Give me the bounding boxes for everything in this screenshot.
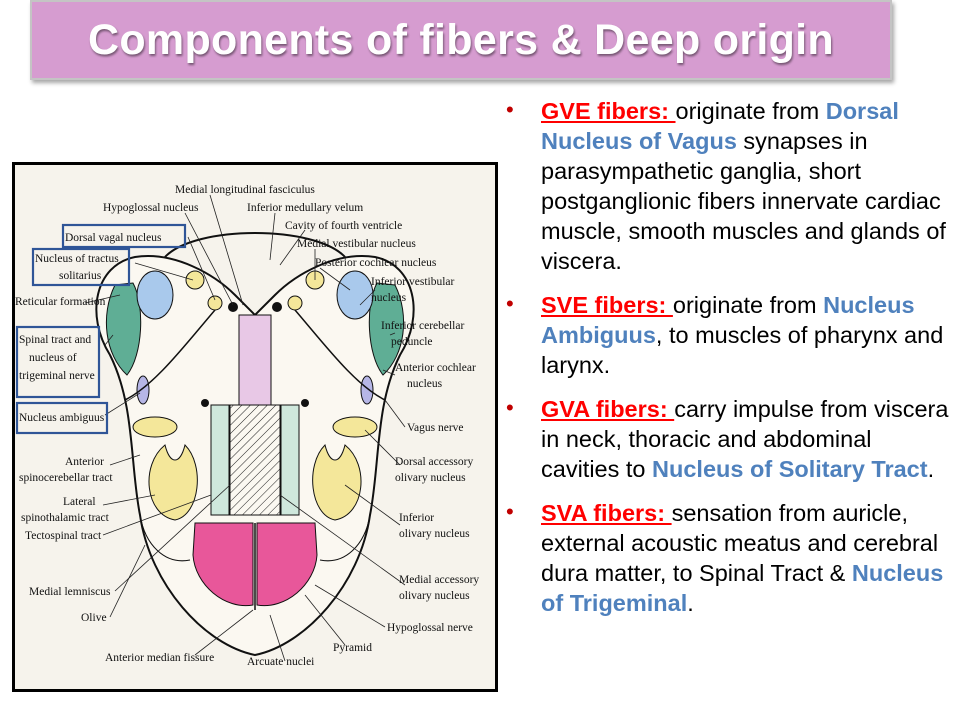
dorsal-accessory-olivary-right: [332, 416, 378, 438]
hypoglossal-nucleus-right: [272, 302, 282, 312]
label: Hypoglossal nucleus: [103, 202, 199, 214]
nucleus-name: Nucleus Ambiguus: [541, 292, 915, 348]
label: Anterior cochlear: [395, 362, 476, 374]
nucleus-name: Nucleus of Trigeminal: [541, 560, 944, 616]
vestibular-nucleus-left: [136, 270, 174, 320]
bullet-sva: • SVA fibers: sensation from auricle, ext…: [505, 498, 950, 618]
label: Lateral: [63, 496, 96, 508]
label: Tectospinal tract: [25, 530, 102, 542]
label: Spinal tract and: [19, 334, 91, 346]
label: peduncle: [391, 336, 433, 348]
label: Inferior vestibular: [371, 276, 455, 288]
label: trigeminal nerve: [19, 370, 95, 382]
title-banner: Components of fibers & Deep origin: [30, 0, 892, 80]
label: olivary nucleus: [395, 472, 466, 484]
text: originate from: [675, 98, 826, 124]
label: Medial lemniscus: [29, 586, 111, 598]
label: Inferior cerebellar: [381, 320, 464, 332]
term-sva: SVA fibers:: [541, 500, 672, 526]
leader-lines: [84, 194, 406, 662]
vagus-fiber-right: [294, 309, 386, 401]
text: .: [927, 456, 935, 482]
bullet-icon: •: [506, 499, 514, 524]
label: Dorsal accessory: [395, 456, 473, 468]
pyramid-left: [192, 522, 254, 607]
vagus-fiber-left: [124, 309, 216, 401]
medulla-diagram: Medial longitudinal fasciculus Hypogloss…: [12, 162, 498, 692]
label: Arcuate nuclei: [247, 656, 314, 668]
label: Nucleus ambiguus: [19, 412, 105, 424]
label: Dorsal vagal nucleus: [65, 232, 162, 244]
label: Pyramid: [333, 642, 372, 654]
highlight-spinal-tract: [15, 325, 101, 399]
highlight-nucleus-solitarius: [31, 247, 131, 287]
inferior-olivary-nucleus-right: [312, 444, 362, 521]
nucleus-ambiguus-right: [360, 375, 374, 405]
nucleus-name: Dorsal Nucleus of Vagus: [541, 98, 899, 154]
label: olivary nucleus: [399, 590, 470, 602]
term-sve: SVE fibers:: [541, 292, 673, 318]
label: Posterior cochlear nucleus: [315, 257, 437, 269]
text: carry impulse from viscera in neck, thor…: [541, 396, 949, 482]
label: Medial vestibular nucleus: [297, 238, 416, 250]
label: Inferior medullary velum: [247, 202, 363, 214]
nucleus-name: Nucleus of Solitary Tract: [652, 456, 928, 482]
hypoglossal-nucleus-left: [228, 302, 238, 312]
bullet-icon: •: [506, 395, 514, 420]
label: Anterior median fissure: [105, 652, 214, 664]
medulla-cross-section: Medial longitudinal fasciculus Hypogloss…: [15, 184, 479, 668]
term-gve: GVE fibers:: [541, 98, 676, 124]
dorsal-vagal-left: [207, 295, 223, 311]
bullet-icon: •: [506, 291, 514, 316]
inferior-olivary-nucleus-left: [148, 444, 198, 521]
dorsal-accessory-olivary-left: [132, 416, 178, 438]
label: nucleus of: [29, 352, 77, 364]
fiber-list: • GVE fibers: originate from Dorsal Nucle…: [505, 96, 950, 632]
text: sensation from auricle, external acousti…: [541, 500, 939, 586]
nucleus-solitarius-left: [185, 270, 205, 290]
text: .: [687, 590, 694, 616]
vestibular-nucleus-right: [336, 270, 374, 320]
olive-outline: [319, 514, 371, 562]
label: spinocerebellar tract: [19, 472, 113, 484]
bullet-gve: • GVE fibers: originate from Dorsal Nucle…: [505, 96, 950, 276]
text: originate from: [672, 292, 824, 318]
tectospinal-tract-right: [280, 404, 300, 516]
dorsal-vagal-right: [287, 295, 303, 311]
bullet-sve: • SVE fibers: originate from Nucleus Ambi…: [505, 290, 950, 380]
nucleus-ambiguus-left: [136, 375, 150, 405]
slide-title: Components of fibers & Deep origin: [87, 15, 834, 64]
olive-outline: [139, 514, 191, 562]
label: Anterior: [65, 456, 104, 468]
label: Hypoglossal nerve: [387, 622, 473, 634]
highlight-dorsal-vagal: [61, 223, 187, 249]
medial-longitudinal-fasciculus: [238, 314, 272, 406]
bullet-gva: • GVA fibers: carry impulse from viscera …: [505, 394, 950, 484]
label: Inferior: [399, 512, 434, 524]
label: Cavity of fourth ventricle: [285, 220, 402, 232]
label: spinothalamic tract: [21, 512, 110, 524]
label: solitarius: [59, 270, 102, 282]
tectospinal-tract-left: [210, 404, 230, 516]
label: Medial longitudinal fasciculus: [175, 184, 315, 196]
text: , to muscles of pharynx and larynx.: [541, 322, 944, 378]
text: synapses in parasympathetic ganglia, sho…: [541, 128, 946, 274]
label: Vagus nerve: [407, 422, 464, 434]
label: Olive: [81, 612, 107, 624]
label: Nucleus of tractus: [35, 253, 119, 265]
label: Reticular formation: [15, 296, 106, 308]
label: olivary nucleus: [399, 528, 470, 540]
bullet-icon: •: [506, 97, 514, 122]
label: nucleus: [371, 292, 407, 304]
black-dot: [301, 399, 309, 407]
label: Medial accessory: [399, 574, 479, 586]
diagram-labels: Medial longitudinal fasciculus Hypogloss…: [15, 184, 479, 668]
pyramid-right: [256, 522, 318, 607]
label: nucleus: [407, 378, 443, 390]
term-gva: GVA fibers:: [541, 396, 675, 422]
highlight-boxes: [15, 223, 187, 435]
medial-lemniscus: [229, 404, 281, 516]
black-dot: [201, 399, 209, 407]
highlight-nucleus-ambiguus: [15, 401, 109, 435]
